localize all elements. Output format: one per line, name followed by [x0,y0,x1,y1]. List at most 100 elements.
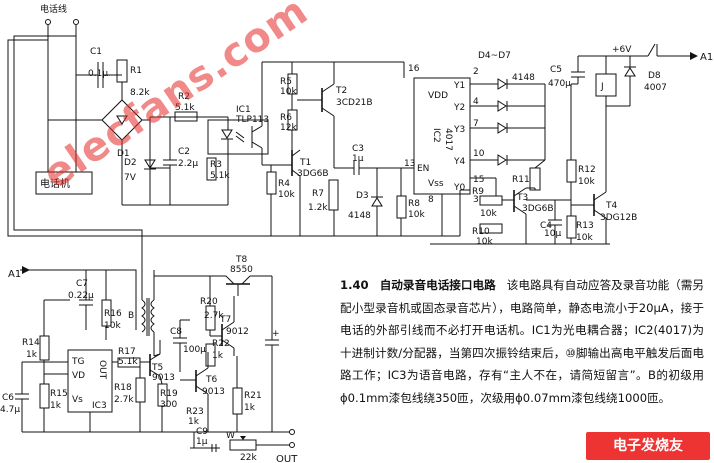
d8-label: D8 [648,71,661,81]
r8-label: R8 [408,199,420,209]
ic2-pin7: 7 [473,119,479,129]
c1-value: 0.1μ [88,69,108,79]
c6-label: C6 [2,393,14,403]
r4-value: 10k [278,190,295,200]
d3-value: 4148 [348,211,371,221]
r22-resistor [205,343,216,367]
ic2-y0: Y0 [453,183,465,193]
ic1-optocoupler: IC1 TLP113 R3 5.1k [206,61,404,205]
ic2-vdd: VDD [428,91,448,101]
r21-value: 1k [244,403,256,413]
c2-value: 2.2μ [178,159,198,169]
r23-value: 1k [188,417,200,427]
r16-label: R16 [104,309,122,319]
r20-value: 2.7k [204,311,224,321]
c4-value: 10μ [544,229,561,239]
ic3-out-pin: OUT [97,360,107,380]
r19-label: R19 [160,389,178,399]
r13-value: 10k [576,233,593,243]
r13-resistor [566,215,577,239]
r7-resistor [328,179,339,211]
phone-line-label: 电话线 [40,3,67,15]
r19-value: 300 [160,400,177,410]
relay-coil [595,73,617,97]
plus-label: + [272,329,280,339]
r7-value: 1.2k [308,203,328,213]
c4-label: C4 [540,221,552,231]
r8-value: 10k [408,210,425,220]
d7-diode [497,154,507,166]
w-label: W [226,431,235,441]
w-potentiometer [229,439,257,451]
r10-resistor [479,223,503,234]
ic2-pin13: 13 [404,159,415,169]
t6-label: T6 [205,375,217,385]
t6-value: 9013 [202,387,225,397]
d5-diode [497,100,507,112]
ic3-tg: TG [71,357,84,367]
r15-resistor [39,383,50,409]
caption-block: 1.40 自动录音电话接口电路 该电路具有自动应答及录音功能（需另配小型录音机或… [340,274,704,409]
r9-label: R9 [472,187,484,197]
t1-t2-stage: R5 10k R6 12k T2 3CD21B T1 3DG6B R4 10k … [120,62,460,237]
c8-value: 100μ [183,345,206,355]
t3-label: T3 [516,193,528,203]
r21-resistor [232,387,243,415]
r5-label: R5 [280,77,292,87]
r22-label: R22 [212,339,230,349]
r17-value: 5.1k [118,357,138,367]
caption-number: 1.40 [340,278,369,292]
ic2-pin10: 10 [473,149,485,159]
t4-label: T4 [605,201,617,211]
site-logo: 电子发烧友 [586,432,710,460]
r7-label: R7 [312,189,324,199]
ic2-y1: Y1 [453,81,465,91]
t5-value: 9013 [152,373,175,383]
t7-label: T7 [219,315,231,325]
ic1-label: IC1 [236,105,251,115]
d1-label: D1 [117,149,130,159]
r1-label: R1 [130,66,142,76]
r21-label: R21 [244,391,262,401]
t7-value: 9012 [226,327,249,337]
r8-resistor [396,195,407,219]
r10-value: 10k [476,237,493,247]
caption-title: 自动录音电话接口电路 [379,278,496,292]
t8-value: 8550 [230,265,253,275]
w-value: 22k [240,453,257,463]
r3-resistor [206,157,217,181]
ic2-pin3: 3 [473,195,479,205]
ic1-body [207,119,269,155]
r10-label: R10 [472,227,490,237]
r18-value: 2.7k [114,395,134,405]
t1-label: T1 [299,158,311,168]
b-label: B [128,311,134,321]
d8-value: 4007 [644,83,667,93]
ic2-pin16: 16 [408,64,420,74]
r1-value: 8.2k [130,88,150,98]
a1-right-label: A1 [700,52,713,63]
ic2-value: 4017 [443,128,453,151]
r9-value: 10k [480,209,497,219]
r12-resistor [566,159,577,183]
ic2-pin4: 4 [473,97,479,107]
ic3-label: IC3 [92,401,107,411]
caption-body: 该电路具有自动应答及录音功能（需另配小型录音机或固态录音芯片），电路简单，静态电… [340,278,704,405]
t2-value: 3CD21B [336,98,373,108]
r18-resistor [135,377,146,403]
r1-resistor [116,59,128,83]
c3-label: C3 [352,144,364,154]
c3-value: 1μ [352,154,364,164]
r9-resistor [479,195,503,206]
c5-value: 470μ [548,79,571,89]
d3-label: D3 [356,191,369,201]
t4-value: 3DG12B [600,213,637,223]
r13-label: R13 [576,221,594,231]
d3-diode [371,197,383,207]
r2-label: R2 [178,92,190,102]
d6-diode [497,122,507,134]
r12-value: 10k [578,177,595,187]
r17-label: R17 [118,347,136,357]
r15-label: R15 [50,389,68,399]
